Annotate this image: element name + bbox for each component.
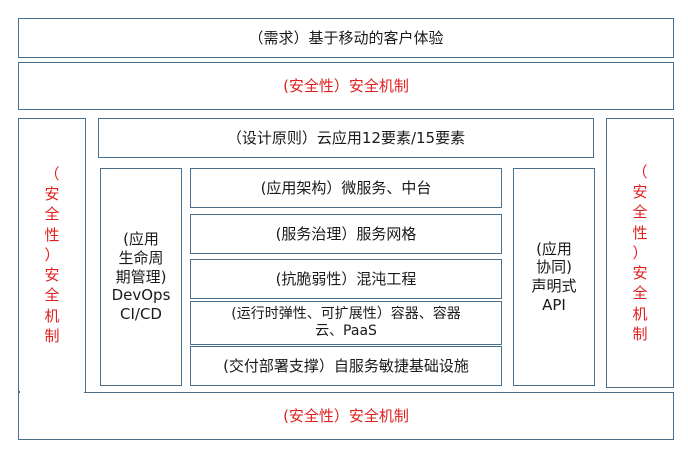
security-bottom-label: (安全性）安全机制 — [283, 406, 409, 425]
stack-item-architecture — [190, 168, 502, 208]
security-top-band — [18, 62, 674, 110]
security-left-label: （ 安 全 性 ） 安 全 机 制 — [44, 164, 60, 345]
security-bottom-band — [18, 392, 674, 440]
collaboration-label: (应用 协同) 声明式 API — [531, 239, 577, 314]
merge-line-mid — [84, 392, 608, 393]
lifecycle-box — [100, 168, 182, 386]
stack-label-runtime: (运行时弹性、可扩展性）容器、容器 云、PaaS — [231, 306, 461, 339]
stack-label-architecture: (应用架构）微服务、中台 — [260, 178, 432, 197]
stack-item-governance — [190, 214, 502, 254]
merge-cover-left — [19, 389, 85, 394]
design-principle-box — [98, 118, 594, 158]
requirement-label: （需求）基于移动的客户体验 — [248, 28, 444, 47]
design-principle-label: （设计原则）云应用12要素/15要素 — [226, 128, 466, 147]
collaboration-box — [513, 168, 595, 386]
stack-label-antifragility: (抗脆弱性）混沌工程 — [275, 269, 417, 288]
stack-item-antifragility — [190, 259, 502, 299]
stack-item-delivery — [190, 346, 502, 386]
security-top-label: (安全性）安全机制 — [283, 76, 409, 95]
stack-label-governance: (服务治理）服务网格 — [275, 224, 417, 243]
requirement-box — [18, 18, 674, 58]
stack-item-runtime — [190, 301, 502, 345]
lifecycle-label: (应用 生命周 期管理) DevOps CI/CD — [111, 230, 171, 324]
security-right-label: （ 安 全 性 ） 安 全 机 制 — [632, 162, 648, 343]
security-right-column — [606, 118, 674, 388]
stack-label-delivery: (交付部署支撑）自服务敏捷基础设施 — [223, 356, 469, 375]
